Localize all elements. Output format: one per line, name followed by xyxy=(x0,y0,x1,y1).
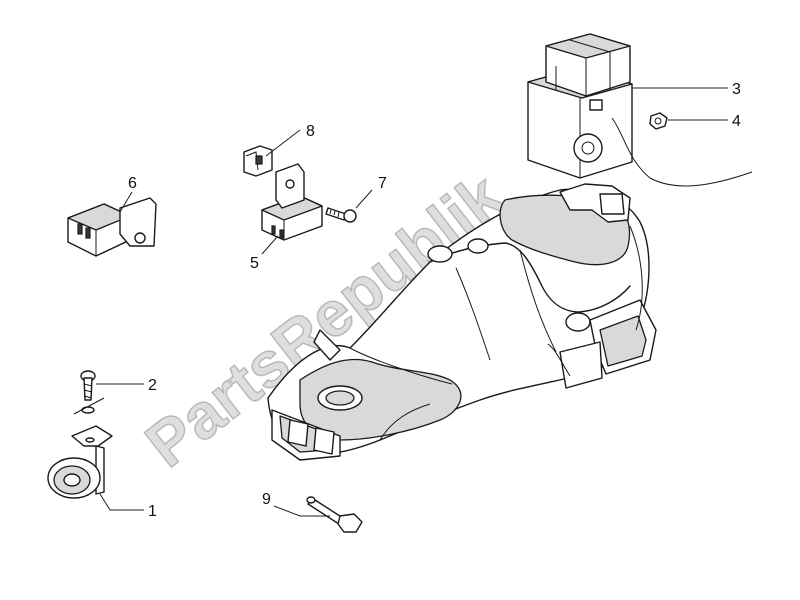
recycle-gear-icon xyxy=(573,133,603,163)
screw-with-washer xyxy=(73,370,105,415)
callout-2: 2 xyxy=(148,377,157,394)
leader-5 xyxy=(261,235,279,255)
leader-1 xyxy=(99,493,144,511)
callout-9: 9 xyxy=(262,491,271,508)
helmet-compartment xyxy=(267,183,657,461)
callout-1: 1 xyxy=(148,503,157,520)
callout-4: 4 xyxy=(732,113,741,130)
callout-6: 6 xyxy=(128,175,137,192)
callout-8: 8 xyxy=(306,123,315,140)
callout-3: 3 xyxy=(732,81,741,98)
callout-5: 5 xyxy=(250,255,259,272)
leader-7 xyxy=(355,189,373,209)
leader-8 xyxy=(265,129,301,157)
screw xyxy=(325,207,357,223)
horn xyxy=(47,425,113,499)
battery xyxy=(527,33,753,187)
leader-lines xyxy=(96,87,728,517)
leader-9 xyxy=(273,505,330,517)
bolt xyxy=(306,496,363,533)
nut xyxy=(649,112,668,130)
flasher-relay xyxy=(261,163,323,241)
leader-6 xyxy=(119,191,133,213)
callout-7: 7 xyxy=(378,175,387,192)
bracket xyxy=(243,145,273,177)
relay-with-bracket xyxy=(67,197,157,257)
